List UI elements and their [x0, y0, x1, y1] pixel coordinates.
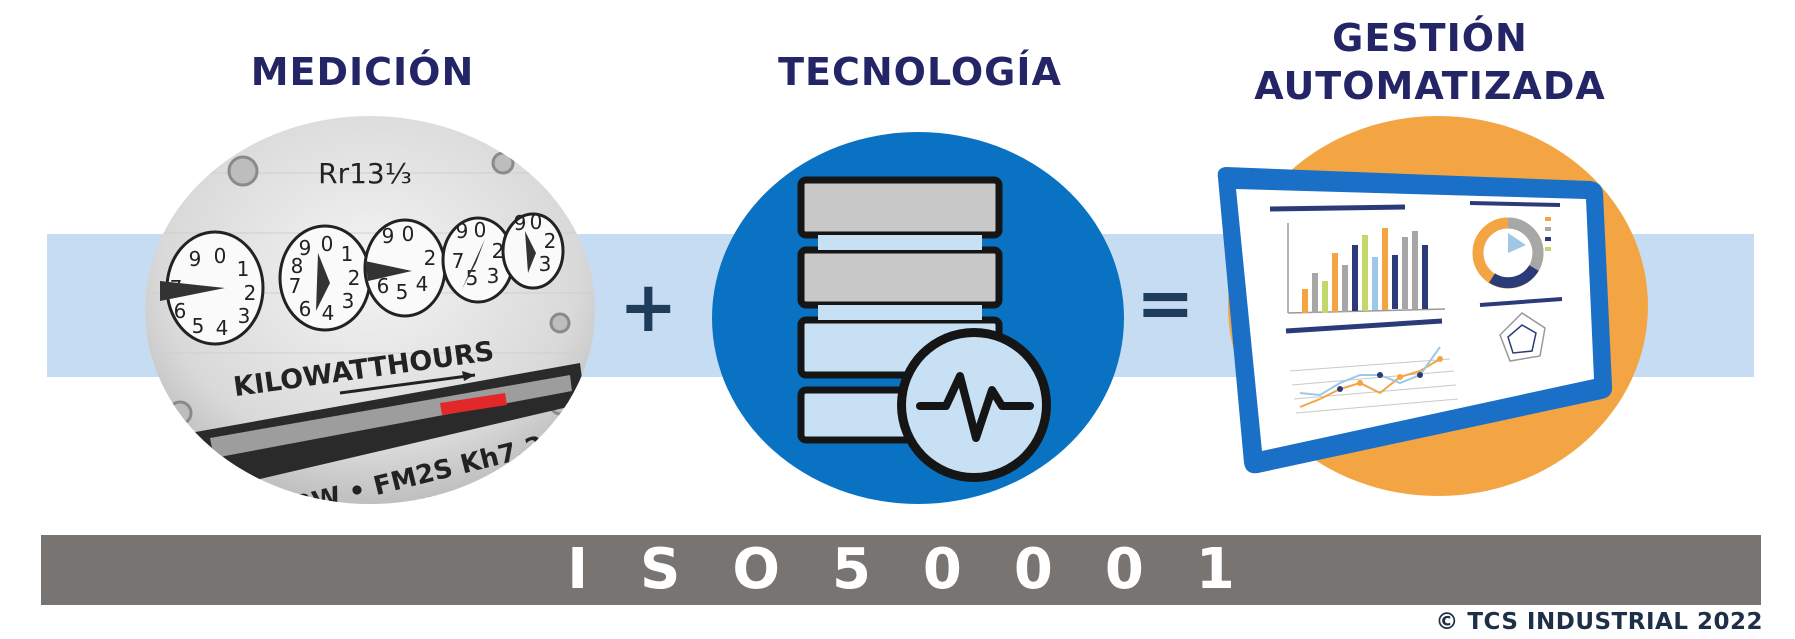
- heading-medicion: MEDICIÓN: [250, 50, 475, 94]
- svg-text:2: 2: [348, 266, 361, 290]
- svg-text:3: 3: [539, 252, 552, 276]
- svg-text:8: 8: [291, 254, 304, 278]
- copyright-notice: © TCS INDUSTRIAL 2022: [1435, 609, 1763, 635]
- heading-gestion-automatizada: GESTIÓN AUTOMATIZADA: [1210, 14, 1650, 110]
- svg-text:3: 3: [238, 304, 251, 328]
- heading-tecnologia: TECNOLOGÍA: [778, 50, 1062, 94]
- svg-text:3: 3: [342, 289, 355, 313]
- svg-text:1: 1: [341, 242, 354, 266]
- svg-text:1: 1: [237, 257, 250, 281]
- svg-text:7: 7: [289, 274, 302, 298]
- svg-text:0: 0: [474, 218, 487, 242]
- svg-text:2: 2: [244, 281, 257, 305]
- svg-text:0: 0: [530, 210, 543, 234]
- svg-text:9: 9: [514, 211, 527, 235]
- svg-text:7: 7: [452, 249, 465, 273]
- svg-text:5: 5: [192, 314, 205, 338]
- plus-operator: +: [619, 266, 678, 348]
- svg-text:2: 2: [424, 246, 437, 270]
- svg-text:9: 9: [189, 247, 202, 271]
- svg-text:2: 2: [544, 229, 557, 253]
- svg-text:6: 6: [377, 274, 390, 298]
- svg-text:9: 9: [299, 236, 312, 260]
- heading-gestion-line1: GESTIÓN: [1332, 16, 1528, 60]
- svg-text:0: 0: [321, 232, 334, 256]
- heading-gestion-line2: AUTOMATIZADA: [1254, 64, 1606, 108]
- svg-text:9: 9: [382, 224, 395, 248]
- dashboard-monitor-icon: [1217, 116, 1648, 496]
- svg-text:5: 5: [466, 266, 479, 290]
- iso-standard-bar: ISO50001: [41, 535, 1761, 605]
- svg-text:5: 5: [396, 280, 409, 304]
- svg-text:9: 9: [456, 219, 469, 243]
- svg-text:6: 6: [174, 299, 187, 323]
- svg-text:2: 2: [492, 239, 505, 263]
- svg-text:4: 4: [416, 272, 429, 296]
- electric-meter-icon: 901 234 567 901 234 678 902 456 902 357 …: [145, 116, 595, 504]
- svg-text:3: 3: [487, 264, 500, 288]
- server-monitoring-icon: [712, 132, 1124, 504]
- svg-text:0: 0: [402, 222, 415, 246]
- svg-text:4: 4: [216, 316, 229, 340]
- svg-text:4: 4: [322, 301, 335, 325]
- iso-standard-label: ISO50001: [567, 537, 1287, 602]
- svg-text:6: 6: [299, 297, 312, 321]
- meter-top-label: Rr13⅓: [318, 157, 412, 190]
- equals-operator: =: [1136, 262, 1195, 344]
- svg-text:0: 0: [214, 244, 227, 268]
